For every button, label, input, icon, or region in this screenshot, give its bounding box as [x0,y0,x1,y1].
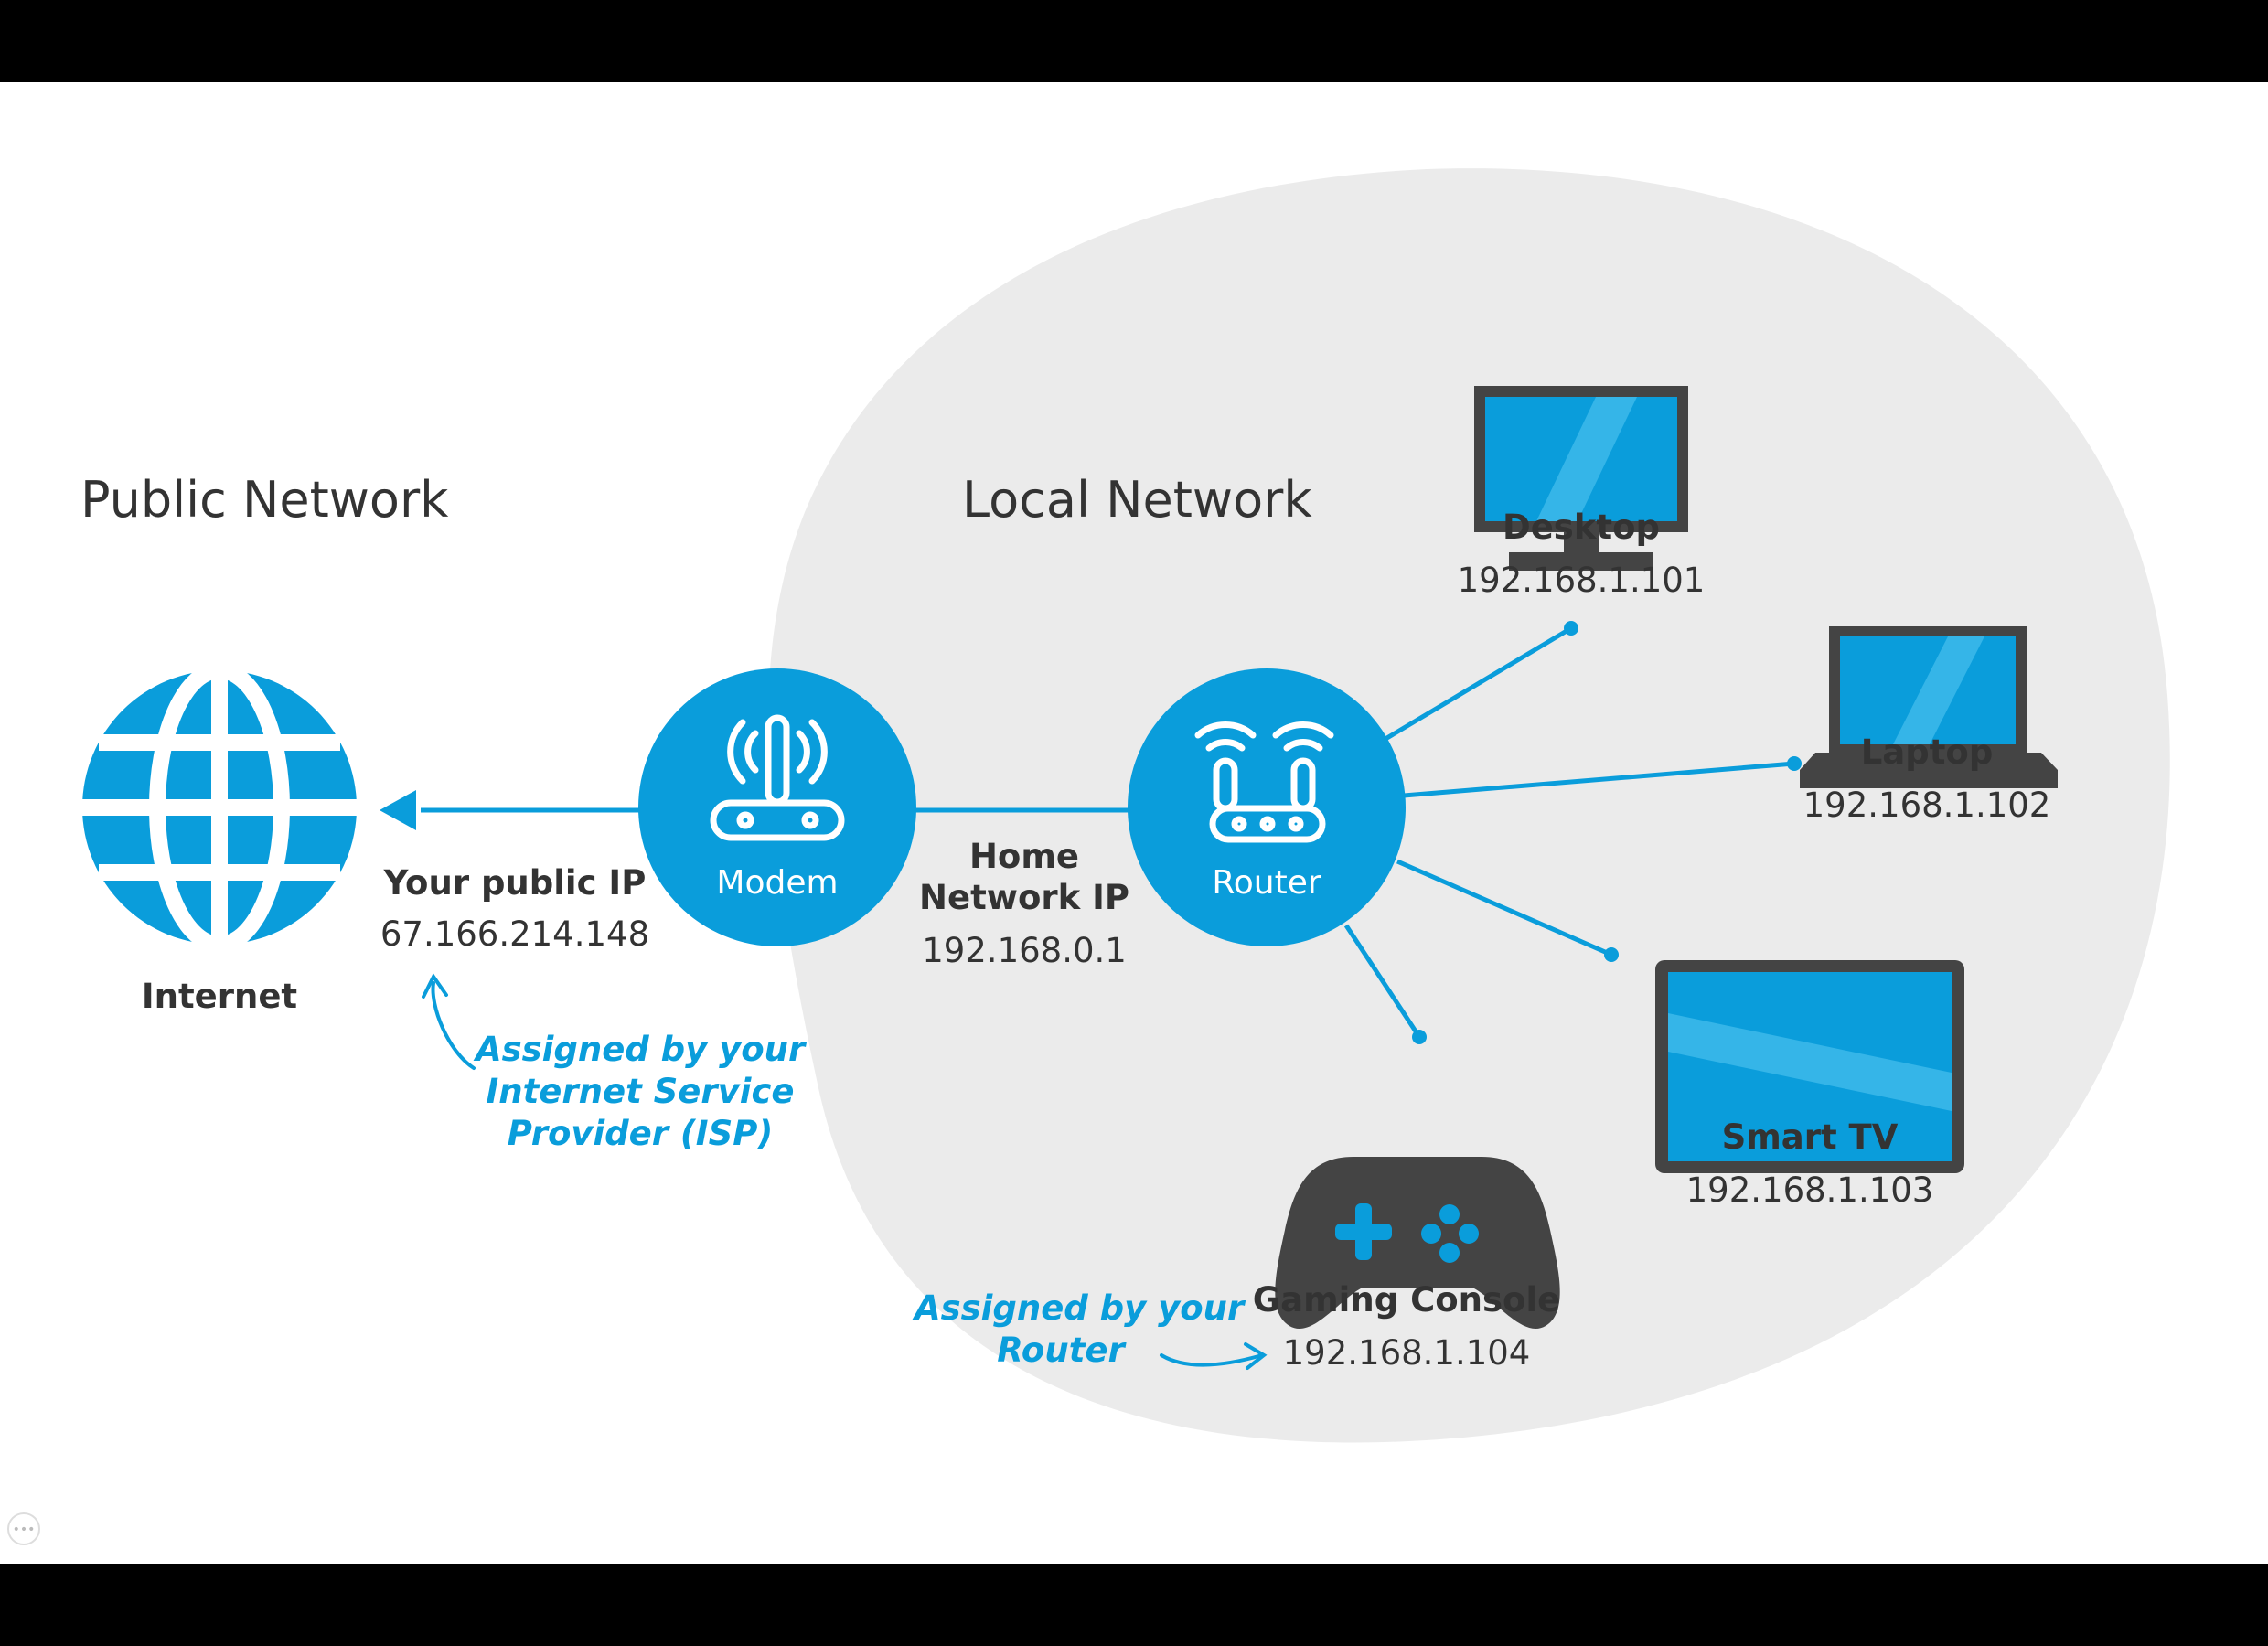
isp-note-line: Assigned by your [476,1030,806,1069]
viewer-bottom-bar [0,1564,2268,1646]
public-ip-title: Your public IP [383,863,647,903]
laptop-ip: 192.168.1.102 [1803,786,2051,825]
home-ip-title-line2: Network IP [919,878,1129,917]
local-network-heading: Local Network [962,471,1312,529]
more-options-button[interactable]: ••• [7,1512,40,1545]
laptop-connection-dot [1787,756,1802,771]
isp-note: Assigned by your Internet Service Provid… [476,1029,805,1155]
home-ip-title-line1: Home [968,837,1080,876]
laptop-label: Laptop [1860,732,1994,772]
router-note-arrow [1160,1342,1268,1370]
home-ip-value: 192.168.0.1 [922,931,1127,970]
smart-tv-label: Smart TV [1721,1117,1899,1157]
gamepad-icon [1275,1157,1560,1330]
desktop-label: Desktop [1502,508,1661,547]
modem-node [638,668,916,946]
desktop-connection-dot [1564,621,1578,636]
smart-tv-icon [1655,960,1964,1173]
modem-icon [710,714,845,841]
desktop-ip: 192.168.1.101 [1457,561,1706,600]
router-to-desktop-line [1384,625,1573,742]
public-ip-value: 67.166.214.148 [380,914,650,954]
router-to-laptop-line [1403,761,1795,798]
router-note: Assigned by your Router [915,1288,1245,1372]
network-diagram [82,168,2170,1443]
isp-note-arrow [422,973,476,1070]
diagram-slide: Public Network Local Network Internet Yo… [0,82,2268,1564]
isp-note-line: Provider (ISP) [507,1114,774,1153]
tv-connection-dot [1604,947,1619,962]
router-note-line: Router [997,1331,1125,1370]
router-label: Router [1212,864,1321,902]
public-network-heading: Public Network [80,471,449,529]
arrow-to-internet [380,790,416,830]
laptop-icon [1800,626,2058,788]
smart-tv-ip: 192.168.1.103 [1685,1170,1934,1210]
desktop-icon [1474,386,1688,571]
modem-label: Modem [716,864,839,902]
router-to-console-line [1343,924,1422,1039]
router-icon [1194,721,1334,843]
isp-note-line: Internet Service [486,1072,795,1111]
router-to-tv-line [1396,859,1612,957]
router-note-line: Assigned by your [915,1288,1245,1328]
gaming-console-ip: 192.168.1.104 [1282,1333,1531,1373]
console-connection-dot [1412,1030,1427,1044]
viewer-top-bar [0,0,2268,82]
router-node [1128,668,1406,946]
internet-label: Internet [141,977,298,1016]
gaming-console-label: Gaming Console [1252,1280,1561,1320]
globe-icon [82,662,357,953]
